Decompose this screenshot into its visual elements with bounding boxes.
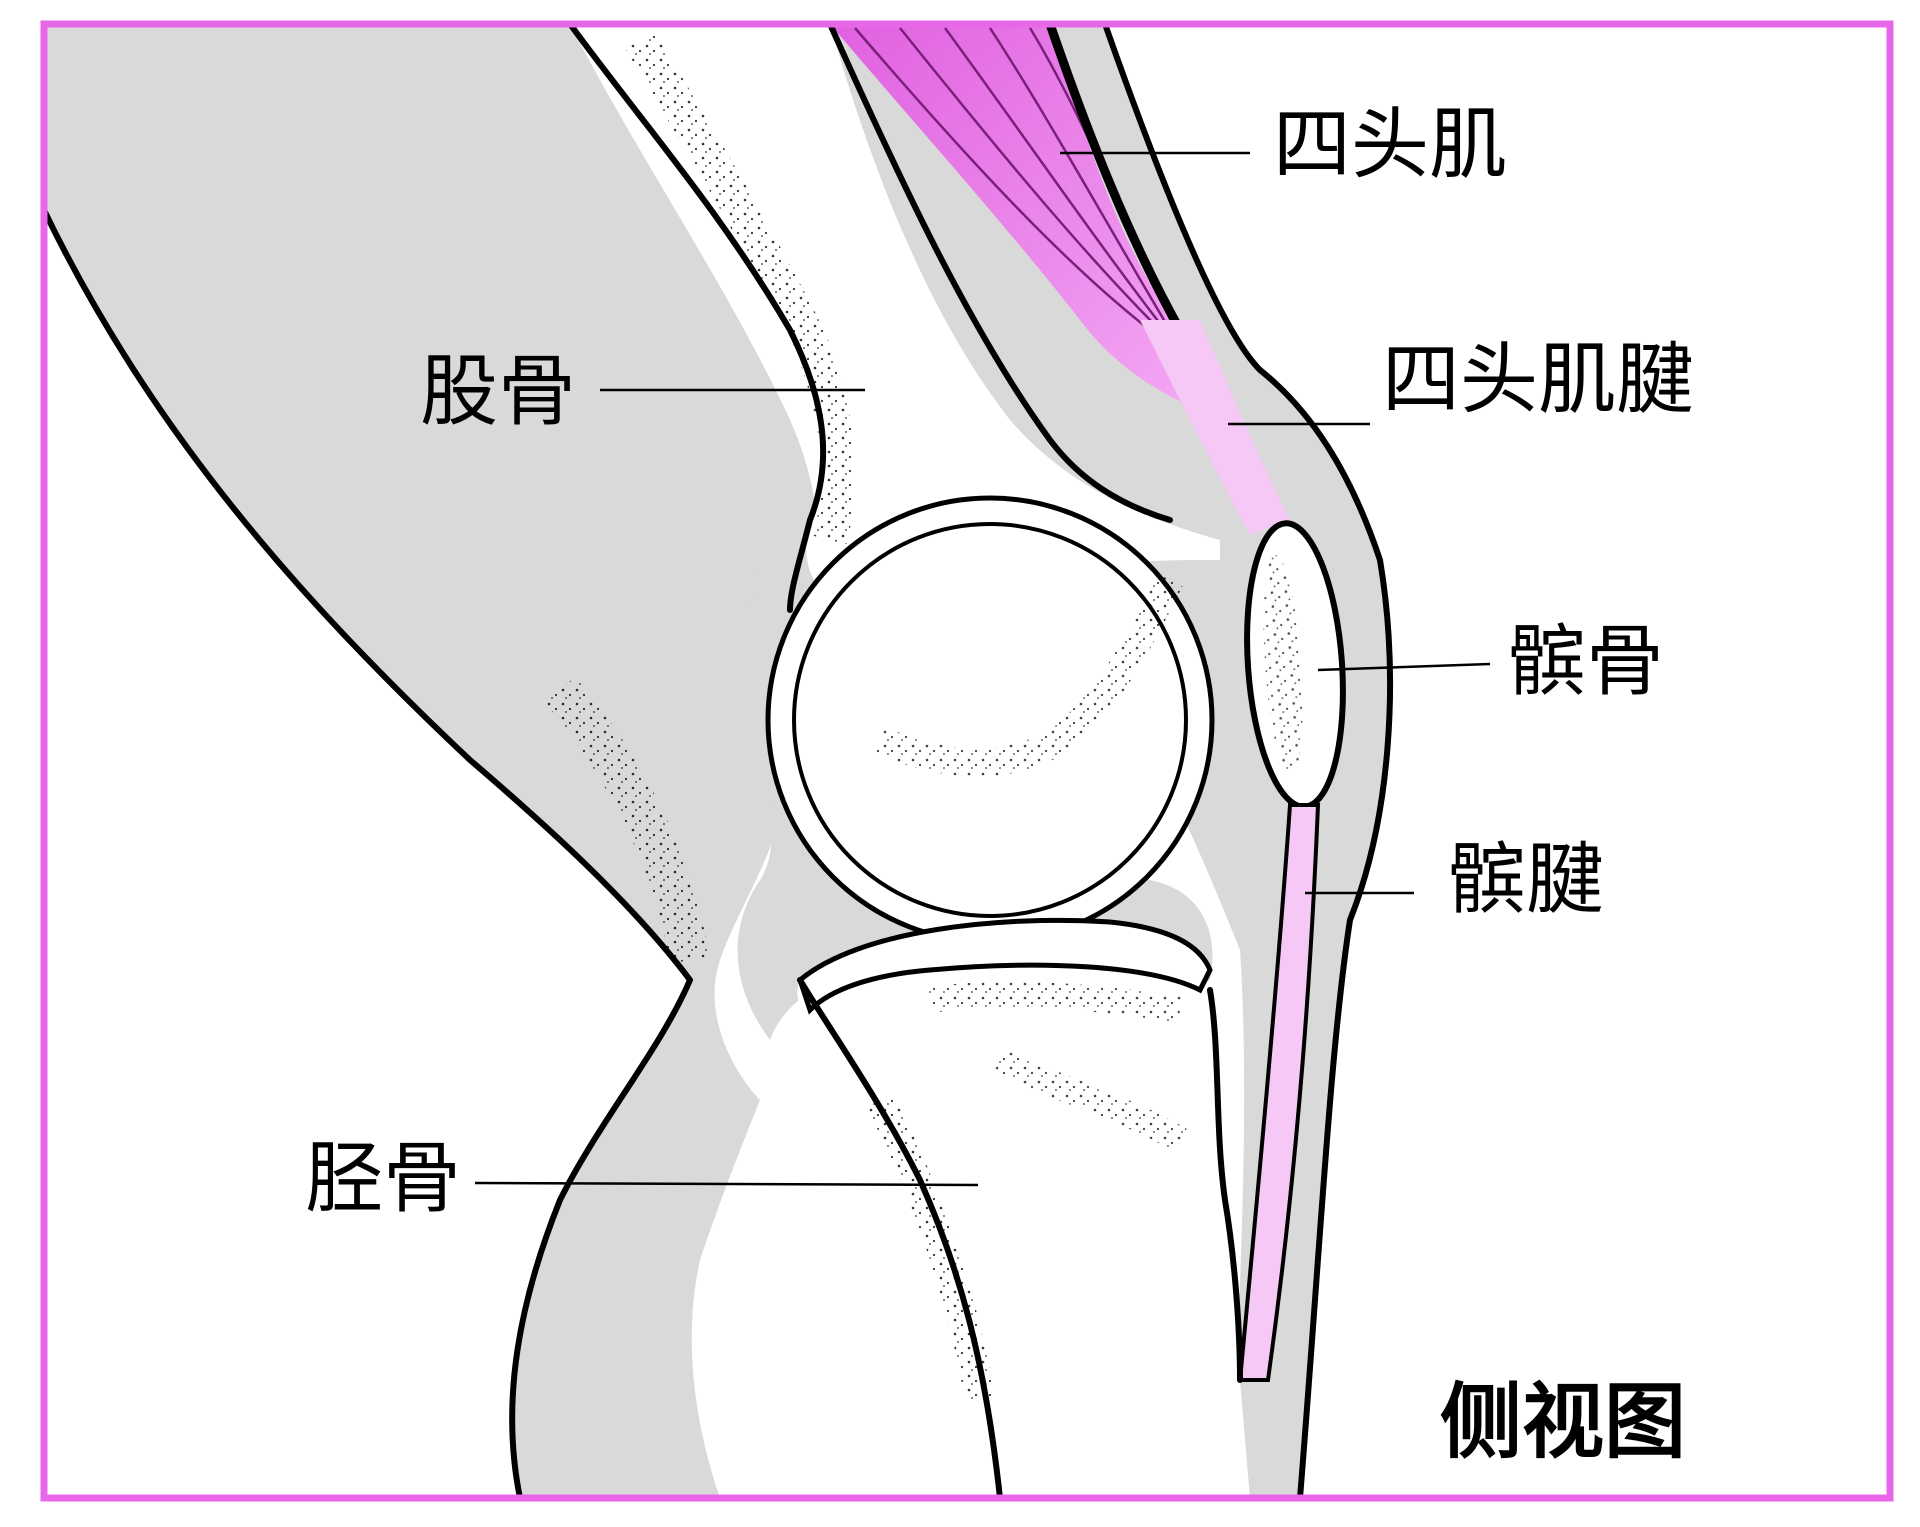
quadriceps-muscle — [830, 24, 1200, 410]
patella-texture — [1263, 555, 1303, 775]
posterior-femur-shading — [625, 31, 856, 545]
calf-shading — [866, 1093, 995, 1403]
tibia — [797, 929, 1250, 1498]
popliteal-shading — [544, 676, 710, 964]
patella-label: 髌骨 — [1508, 617, 1664, 707]
tibia-label: 胫骨 — [305, 1134, 461, 1224]
diagram-frame — [40, 20, 1894, 1502]
femoral-condyle — [792, 522, 1188, 918]
tibia-trabecular-texture — [928, 981, 1187, 1152]
anterior-skin-outline — [1102, 24, 1393, 1498]
posterior-leg-outline — [44, 207, 693, 1498]
tibial-plateau-cartilage — [797, 917, 1213, 1015]
patellar-tendon-label: 髌腱 — [1448, 835, 1604, 925]
femur-label: 股骨 — [420, 347, 576, 437]
quadriceps-tendon-label: 四头肌腱 — [1382, 335, 1694, 425]
femur-trabecular-texture — [874, 573, 1183, 777]
quadriceps-label: 四头肌 — [1273, 100, 1507, 190]
view-title: 侧视图 — [1440, 1375, 1686, 1470]
anterior-tibia-outline — [1207, 987, 1243, 1383]
quadriceps-dark-band — [1045, 24, 1184, 333]
anterior-femur-outline — [827, 24, 1173, 523]
posterior-soft-tissue — [44, 24, 818, 1498]
quadriceps-tendon-shape — [1140, 320, 1290, 535]
patella-leader — [1317, 662, 1491, 672]
tibia-leader — [474, 1181, 979, 1187]
patellar-tendon-shape — [1237, 803, 1321, 1382]
